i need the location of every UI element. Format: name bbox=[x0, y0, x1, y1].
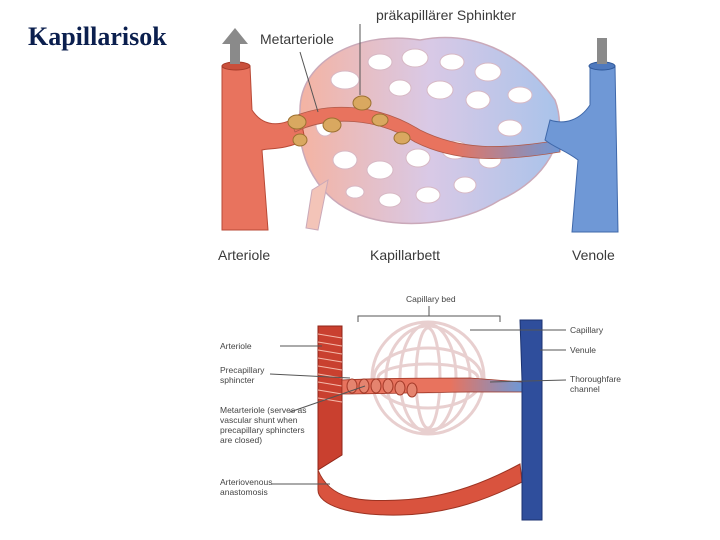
slide-title: Kapillarisok bbox=[28, 22, 167, 51]
label-metarteriole-4: are closed) bbox=[220, 435, 262, 445]
metarteriole-pointer bbox=[299, 51, 319, 113]
sphincter-rings bbox=[287, 95, 411, 147]
flow-arrow-out-icon bbox=[597, 38, 607, 64]
left-pointers bbox=[269, 345, 366, 485]
label-arteriole-bottom: Arteriole bbox=[220, 341, 252, 351]
label-venule-bottom: Venule bbox=[570, 345, 596, 355]
label-thoroughfare-1: Thoroughfare bbox=[570, 374, 621, 384]
label-metarteriole-1: Metarteriole (serves as bbox=[220, 405, 306, 415]
arteriole-vessel bbox=[221, 65, 306, 231]
capillary-mesh bbox=[315, 48, 533, 208]
label-arteriole-top: Arteriole bbox=[218, 247, 270, 263]
top-figure: präkapillärer Sphinkter Metarteriole Art… bbox=[218, 7, 619, 263]
label-capillary-bed-bottom: Capillary bed bbox=[406, 294, 456, 304]
venule-vessel bbox=[544, 65, 619, 233]
flow-arrow-in-icon bbox=[222, 28, 248, 64]
label-precapillary-2: sphincter bbox=[220, 375, 255, 385]
label-thoroughfare-2: channel bbox=[570, 384, 600, 394]
anastomosis-vessel bbox=[317, 463, 523, 516]
label-sphincter-top: präkapillärer Sphinkter bbox=[376, 7, 516, 23]
right-pointers bbox=[470, 329, 567, 383]
bottom-figure: Capillary bed bbox=[220, 294, 621, 521]
label-anastomosis-1: Arteriovenous bbox=[220, 477, 272, 487]
label-capillary-bottom: Capillary bbox=[570, 325, 604, 335]
label-metarteriole-top: Metarteriole bbox=[260, 31, 334, 47]
arteriole-muscle-bands bbox=[317, 333, 343, 403]
label-precapillary-1: Precapillary bbox=[220, 365, 265, 375]
arteriole-branch bbox=[305, 178, 329, 231]
label-anastomosis-2: anastomosis bbox=[220, 487, 268, 497]
label-metarteriole-2: vascular shunt when bbox=[220, 415, 298, 425]
label-venule-top: Venole bbox=[572, 247, 615, 263]
venule-vessel-bottom bbox=[519, 319, 543, 521]
label-capillary-bed-top: Kapillarbett bbox=[370, 247, 440, 263]
label-metarteriole-3: precapillary sphincters bbox=[220, 425, 305, 435]
